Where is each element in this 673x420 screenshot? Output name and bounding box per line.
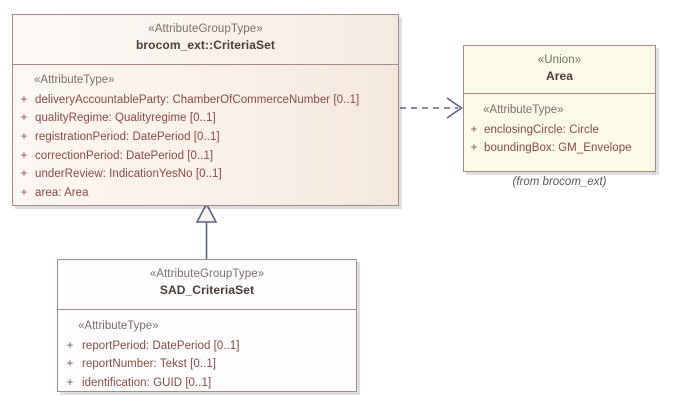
attribute-label: identification: GUID [0..1] [82,376,212,389]
class-header-criteriaset: «AttributeGroupType» brocom_ext::Criteri… [13,15,398,65]
attribute-label: registrationPeriod: DatePeriod [0..1] [35,130,220,143]
attribute-visibility: + [20,168,28,181]
attribute-row[interactable]: + enclosingCircle: Circle [464,121,655,140]
attribute-row[interactable]: + reportPeriod: DatePeriod [0..1] [58,337,356,356]
attribute-row[interactable]: + area: Area [13,184,398,203]
attribute-visibility: + [20,112,28,125]
generalization-triangle [195,202,218,223]
attribute-label: deliveryAccountableParty: ChamberOfComme… [35,93,360,106]
generalization-connector[interactable] [195,202,218,259]
attribute-row[interactable]: + identification: GUID [0..1] [58,374,356,391]
attribute-label: reportPeriod: DatePeriod [0..1] [82,339,240,352]
attribute-visibility: + [66,376,74,389]
attribute-label: reportNumber: Tekst [0..1] [82,358,217,371]
attribute-visibility: + [470,123,478,136]
attribute-label: enclosingCircle: Circle [484,123,599,136]
attribute-visibility: + [66,339,74,352]
class-name: Area [545,69,574,84]
compartment-stereotype: «AttributeType» [483,104,564,116]
class-stereotype: «AttributeGroupType» [148,23,263,35]
attribute-row[interactable]: + correctionPeriod: DatePeriod [0..1] [13,147,398,166]
attribute-visibility: + [20,93,28,106]
attribute-row[interactable]: + underReview: IndicationYesNo [0..1] [13,165,398,184]
class-name: SAD_CriteriaSet [159,283,255,298]
attribute-visibility: + [20,149,28,162]
class-attributes-area: «AttributeType» + enclosingCircle: Circl… [464,94,655,166]
dependency-arrowhead [446,97,463,119]
class-area[interactable]: «Union» Area «AttributeType» + enclosing… [463,45,656,172]
class-brocom-ext-criteriaset[interactable]: «AttributeGroupType» brocom_ext::Criteri… [12,14,399,206]
attribute-row[interactable]: + registrationPeriod: DatePeriod [0..1] [13,128,398,147]
compartment-stereotype: «AttributeType» [34,74,115,86]
attribute-visibility: + [20,186,28,199]
class-stereotype: «Union» [537,54,582,66]
class-header-area: «Union» Area [464,46,655,94]
class-attributes-sad: «AttributeType» + reportPeriod: DatePeri… [58,310,356,391]
attribute-visibility: + [66,358,74,371]
attribute-label: boundingBox: GM_Envelope [484,142,632,155]
attribute-row[interactable]: + qualityRegime: Qualityregime [0..1] [13,109,398,128]
dependency-connector[interactable] [400,97,463,119]
attribute-label: correctionPeriod: DatePeriod [0..1] [35,149,214,162]
attribute-visibility: + [20,130,28,143]
compartment-stereotype: «AttributeType» [78,320,159,332]
class-stereotype: «AttributeGroupType» [149,268,265,280]
attribute-row[interactable]: + deliveryAccountableParty: ChamberOfCom… [13,91,398,110]
class-sad-criteriaset[interactable]: «AttributeGroupType» SAD_CriteriaSet «At… [57,259,357,392]
attribute-row[interactable]: + boundingBox: GM_Envelope [464,139,655,158]
class-header-sad: «AttributeGroupType» SAD_CriteriaSet [58,260,356,310]
attribute-label: underReview: IndicationYesNo [0..1] [35,168,222,181]
attribute-label: qualityRegime: Qualityregime [0..1] [35,112,216,125]
attribute-visibility: + [470,142,478,155]
attribute-label: area: Area [35,186,89,199]
class-name: brocom_ext::CriteriaSet [135,38,275,53]
class-attributes-criteriaset: «AttributeType» + deliveryAccountablePar… [13,65,398,205]
attribute-row[interactable]: + reportNumber: Tekst [0..1] [58,355,356,374]
area-from-package-label: (from brocom_ext) [512,176,607,188]
